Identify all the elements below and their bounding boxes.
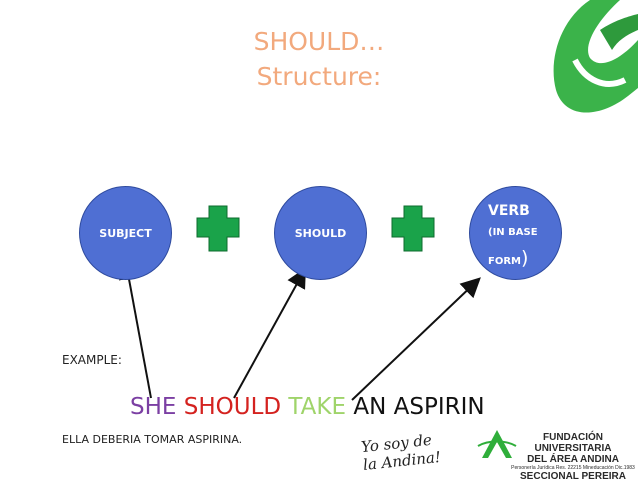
org-campus-line: SECCIONAL PEREIRA (520, 471, 626, 479)
subject-label: SUBJECT (99, 227, 152, 240)
org-legal-line: Personería Jurídica Res. 22215 Mineducac… (511, 465, 635, 471)
verb-form-label: FORM) (488, 247, 528, 269)
andina-corner-logo (553, 0, 638, 113)
verb-label: VERB (488, 203, 530, 219)
org-name-line: FUNDACIÓN UNIVERSITARIA (534, 432, 612, 454)
arrow-to-should (233, 267, 306, 399)
title-subtitle: Structure: (256, 62, 382, 91)
should-circle: SHOULD (274, 186, 367, 280)
arrow-to-subject (119, 259, 152, 399)
subject-circle: SUBJECT (79, 186, 172, 280)
arrow-to-verb (351, 277, 481, 401)
verb-form-paren: ) (520, 247, 529, 269)
example-label: EXAMPLE: (62, 353, 122, 367)
translation-text: ELLA DEBERIA TOMAR ASPIRINA. (62, 433, 243, 446)
andina-footer-emblem (477, 430, 517, 458)
slide-title: SHOULD… Structure: (200, 24, 438, 94)
verb-sub-label: (IN BASE (488, 227, 538, 238)
plus-icon (391, 205, 435, 252)
org-name-line: DEL ÁREA ANDINA (527, 454, 619, 465)
example-sentence: SHE SHOULD TAKE AN ASPIRIN (130, 394, 485, 420)
sentence-subject: SHE (130, 394, 177, 420)
verb-form-text: FORM (488, 256, 521, 267)
sentence-object: AN ASPIRIN (353, 394, 485, 420)
verb-circle: VERB (IN BASE FORM) (469, 186, 562, 280)
should-label: SHOULD (294, 227, 347, 240)
sentence-modal: SHOULD (183, 394, 282, 420)
plus-icon (196, 205, 240, 252)
organization-logo-text: FUNDACIÓN UNIVERSITARIA DEL ÁREA ANDINA … (508, 432, 638, 479)
sentence-verb: TAKE (288, 394, 347, 420)
title-line: SHOULD… (253, 27, 385, 56)
